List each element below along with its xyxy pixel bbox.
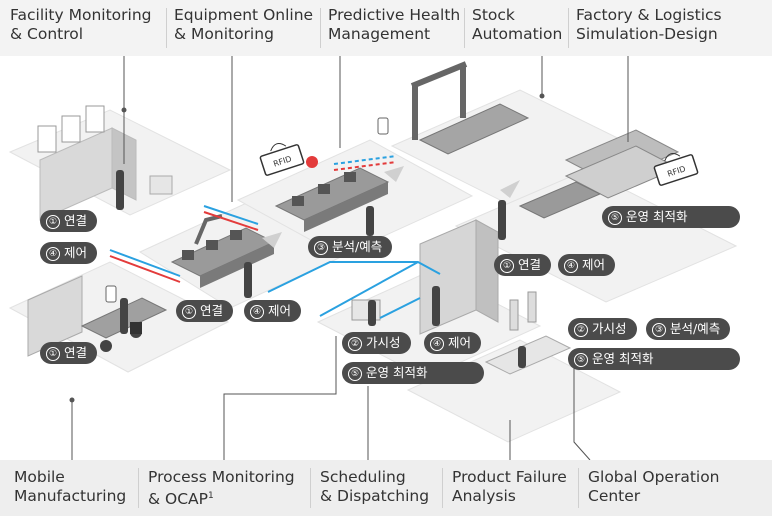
category-global-operation: Global Operation Center	[582, 460, 762, 516]
footnote-marker: 1	[208, 491, 214, 501]
warning-icon	[86, 106, 104, 132]
gantry-beam	[412, 64, 466, 86]
rfid-tag-icon: RFID	[258, 138, 304, 176]
facility-terminal	[150, 176, 172, 194]
category-divider	[578, 468, 579, 508]
worker-figure	[432, 286, 440, 326]
worker-figure	[498, 200, 506, 240]
warning-icon	[38, 126, 56, 152]
category-scheduling: Scheduling & Dispatching	[314, 460, 440, 516]
worker-figure	[120, 298, 128, 334]
gantry-post	[412, 86, 418, 140]
callout-line	[224, 336, 336, 460]
category-product-failure: Product Failure Analysis	[446, 460, 574, 516]
conveyor-box	[230, 230, 242, 240]
alert-icon	[306, 156, 318, 168]
category-process-monitoring: Process Monitoring & OCAP1	[142, 460, 306, 516]
warning-icon	[62, 116, 80, 142]
dashboard-panel	[510, 300, 518, 330]
mobile-phone-icon	[378, 118, 388, 134]
worker-figure	[116, 170, 124, 210]
conveyor-box	[182, 250, 194, 260]
worker-figure	[366, 206, 374, 236]
category-divider	[442, 468, 443, 508]
callout-dot	[540, 94, 545, 99]
gantry-post	[460, 64, 466, 118]
worker-figure	[244, 262, 252, 298]
conveyor-box	[292, 196, 304, 206]
bottom-category-bar: Mobile Manufacturing Process Monitoring …	[0, 460, 772, 516]
conveyor-box	[206, 240, 218, 250]
server-rack-side	[476, 220, 498, 322]
category-mobile-manufacturing: Mobile Manufacturing	[8, 460, 136, 516]
mobile-phone-icon	[106, 286, 116, 302]
worker-figure	[518, 346, 526, 368]
forklift-wheel	[100, 340, 112, 352]
callout-dot	[122, 108, 127, 113]
conveyor-box	[318, 184, 330, 194]
worker-figure	[368, 300, 376, 326]
category-divider	[310, 468, 311, 508]
dashboard-panel	[528, 292, 536, 322]
callout-dot	[70, 398, 75, 403]
parcel-box	[130, 322, 142, 334]
category-divider	[138, 468, 139, 508]
conveyor-box	[344, 172, 356, 182]
